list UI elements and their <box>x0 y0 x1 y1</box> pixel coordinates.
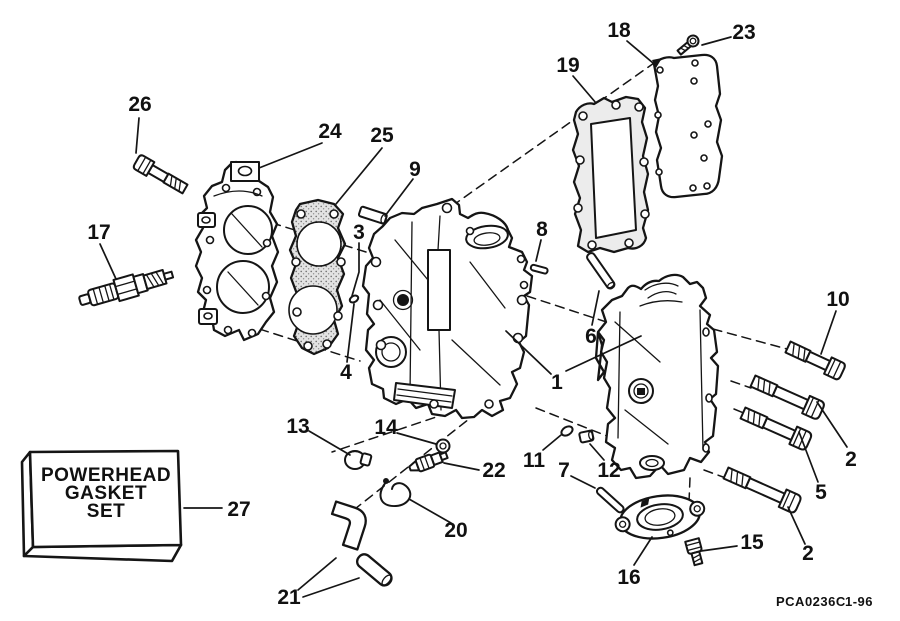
callout-1: 1 <box>551 371 563 394</box>
part-12-bushing <box>578 429 595 444</box>
callout-25: 25 <box>370 124 394 147</box>
callout-9: 9 <box>409 158 421 181</box>
callout-17: 17 <box>87 221 110 244</box>
part-8-pin <box>529 263 549 275</box>
callout-3: 3 <box>353 221 365 244</box>
part-26-bolt <box>132 154 189 195</box>
part-2-bolt-upper <box>749 374 825 420</box>
part-23-screw <box>676 34 700 56</box>
part-1-cylinder-block <box>361 197 534 420</box>
callout-13: 13 <box>286 415 309 438</box>
part-25-head-gasket <box>288 198 347 356</box>
part-7-pin <box>595 486 625 514</box>
callout-26: 26 <box>128 93 151 116</box>
callout-14: 14 <box>374 416 398 439</box>
part-18-exhaust-cover <box>652 53 724 199</box>
callout-8: 8 <box>536 218 548 241</box>
part-19-exhaust-gasket <box>571 95 650 254</box>
callout-5: 5 <box>815 481 827 504</box>
part-5-bolt <box>739 406 813 451</box>
alignment-dashed-lines <box>230 62 788 517</box>
part-27-gasket-set-box: POWERHEAD GASKET SET <box>20 449 183 563</box>
callout-18: 18 <box>607 19 631 42</box>
gasket-box-line-3: SET <box>87 501 125 522</box>
callout-27: 27 <box>227 498 250 521</box>
callout-6: 6 <box>585 325 597 348</box>
footer-date-code: 1-96 <box>845 594 873 609</box>
callout-10: 10 <box>826 288 849 311</box>
part-22-fitting <box>408 451 449 473</box>
part-11-seal <box>560 425 574 437</box>
callout-labels: 1 2 2 3 4 5 6 7 8 9 10 11 12 13 14 15 16… <box>87 19 857 609</box>
callout-21: 21 <box>277 586 301 609</box>
gasket-box-line-2: GASKET <box>65 483 147 504</box>
part-16-water-plate <box>614 494 706 540</box>
leader-lines <box>99 36 848 598</box>
gasket-box-line-1: POWERHEAD <box>41 465 171 486</box>
callout-2a: 2 <box>845 448 857 471</box>
callout-15: 15 <box>740 531 764 554</box>
callout-11: 11 <box>523 449 546 472</box>
callout-16: 16 <box>617 566 640 589</box>
callout-12: 12 <box>597 459 620 482</box>
part-17-spark-plug <box>78 269 175 307</box>
part-13-plug <box>344 450 373 470</box>
callout-20: 20 <box>444 519 467 542</box>
callout-22: 22 <box>482 459 505 482</box>
part-2-bolt-lower <box>722 466 802 514</box>
part-4-check-valve <box>348 294 360 304</box>
head-cover-nut-bosses <box>197 212 218 325</box>
callout-4: 4 <box>340 361 352 384</box>
part-6-dowel-pin <box>586 252 616 290</box>
part-15-screw <box>684 537 704 567</box>
part-24-head-cover <box>194 160 280 342</box>
callout-24: 24 <box>318 120 342 143</box>
callout-19: 19 <box>556 54 579 77</box>
footer-part-code: PCA0236C <box>776 594 846 609</box>
part-14-washer <box>435 438 451 454</box>
callout-7: 7 <box>558 459 570 482</box>
part-20-wire-clip <box>379 478 412 508</box>
callout-23: 23 <box>732 21 755 44</box>
callout-2b: 2 <box>802 542 814 565</box>
part-10-bolt <box>784 340 846 381</box>
part-21-elbow-hose <box>330 500 393 587</box>
part-1-crankcase-half <box>594 273 720 480</box>
figure-footer: PCA0236C 1-96 <box>776 594 873 609</box>
